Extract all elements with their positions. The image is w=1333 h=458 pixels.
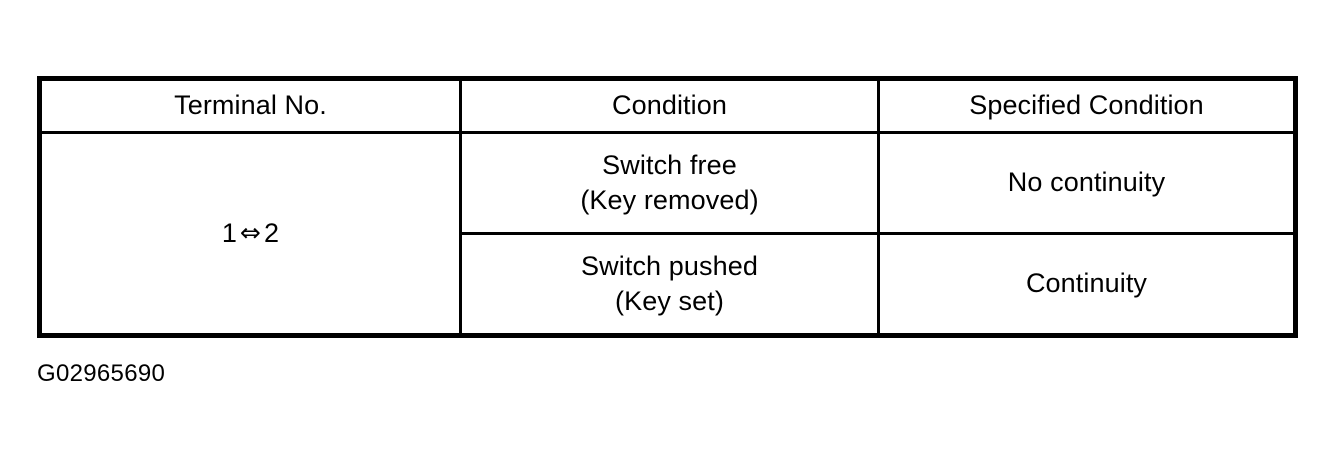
header-cell-terminal-no: Terminal No.	[38, 77, 462, 134]
table-row: 1⇔2 Switch free (Key removed) No continu…	[38, 131, 1297, 337]
figure-caption: G02965690	[37, 360, 166, 387]
inspection-spec-table: Terminal No. Condition Specified Conditi…	[37, 76, 1298, 338]
header-label-specified-condition: Specified Condition	[969, 90, 1204, 121]
cell-specified-continuity: Continuity	[877, 232, 1297, 337]
condition-line-2: (Key removed)	[580, 185, 759, 215]
table-row: Switch pushed (Key set) Continuity	[40, 232, 1297, 337]
terminal-pair-value: 1⇔2	[222, 218, 279, 248]
cell-specified-no-continuity: No continuity	[877, 131, 1297, 235]
cell-condition-switch-pushed: Switch pushed (Key set)	[459, 232, 880, 337]
cell-terminal-pair: 1⇔2	[38, 131, 462, 337]
header-label-terminal-no: Terminal No.	[174, 90, 327, 121]
header-cell-condition: Condition	[459, 77, 880, 134]
condition-line-2: (Key set)	[615, 286, 724, 316]
double-arrow-icon: ⇔	[239, 217, 262, 247]
terminal-to: 2	[264, 217, 280, 248]
condition-line-1: Switch pushed	[581, 250, 758, 281]
header-label-condition: Condition	[612, 90, 727, 121]
header-cell-specified-condition: Specified Condition	[877, 77, 1297, 134]
cell-condition-switch-free: Switch free (Key removed)	[459, 131, 880, 235]
specified-value: Continuity	[1025, 268, 1148, 299]
terminal-from: 1	[221, 217, 237, 248]
specified-value: No continuity	[1007, 167, 1166, 198]
condition-line-1: Switch free	[602, 149, 737, 180]
table-header-row: Terminal No. Condition Specified Conditi…	[38, 77, 1297, 134]
